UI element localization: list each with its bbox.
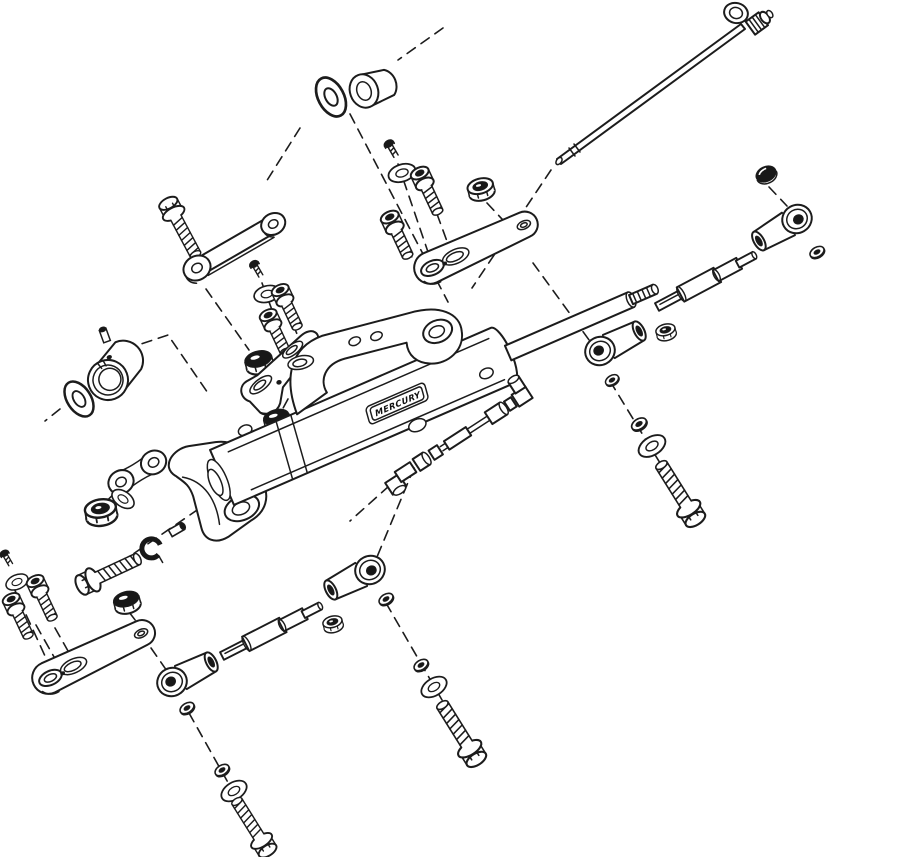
guide-line xyxy=(54,627,73,659)
lock-washer-1 xyxy=(807,243,828,262)
socket-screw-1 xyxy=(407,163,449,220)
socket-screw-5 xyxy=(0,589,39,643)
flange-locknut-4 xyxy=(110,587,144,618)
guide-line xyxy=(125,334,211,397)
steering-arm-lower xyxy=(25,612,163,702)
lock-washer-7 xyxy=(411,656,432,675)
guide-line xyxy=(44,408,61,422)
lock-washer-6 xyxy=(212,761,233,780)
mount-bolt-1 xyxy=(647,454,711,533)
hydraulic-hose xyxy=(384,374,534,496)
socket-screw-2 xyxy=(377,207,419,264)
tie-rod-end-3 xyxy=(318,549,391,606)
link-rod xyxy=(555,1,774,166)
hex-bolt-pivot xyxy=(154,192,209,264)
tie-rod-end-4 xyxy=(151,646,224,703)
flange-locknut-1 xyxy=(464,174,498,205)
guide-line xyxy=(349,485,390,522)
socket-screw-6 xyxy=(23,571,63,625)
guide-line xyxy=(265,127,301,183)
guide-line xyxy=(280,398,289,413)
button-screw-top xyxy=(381,137,402,160)
jam-nut-1 xyxy=(653,321,679,344)
steering-arm-upper xyxy=(408,204,546,291)
guide-line xyxy=(150,647,168,672)
flat-washer-2 xyxy=(633,429,671,463)
lock-washer-5 xyxy=(177,699,198,718)
bushing-washer xyxy=(308,71,354,123)
cap-nut xyxy=(752,161,781,188)
piston-rod xyxy=(503,283,660,362)
guide-line xyxy=(11,583,46,657)
mount-bolt-2 xyxy=(224,791,282,857)
tie-rod-end-1 xyxy=(746,198,818,257)
guide-line xyxy=(436,213,449,245)
hydraulic-cylinder: MERCURY xyxy=(167,283,660,542)
collar-pin xyxy=(97,325,112,344)
guide-line xyxy=(768,186,788,207)
hex-bolt-clevis xyxy=(70,545,147,600)
jam-nut-2 xyxy=(320,613,346,636)
guide-line xyxy=(397,27,444,61)
support-bracket xyxy=(287,308,463,416)
button-screw-left xyxy=(247,258,266,280)
rod-gland-fitting xyxy=(744,9,774,36)
guide-line xyxy=(532,262,593,345)
tie-rod-right xyxy=(652,246,761,316)
lock-washer-4 xyxy=(376,590,397,609)
spacer-bushing xyxy=(348,68,398,109)
nyloc-nut xyxy=(82,495,120,530)
mount-bolt-3 xyxy=(428,694,492,773)
button-screw-bottom xyxy=(0,547,16,568)
clevis-pin xyxy=(167,520,188,538)
clamp-collar xyxy=(87,339,144,401)
guide-line xyxy=(397,163,429,253)
clevis-link xyxy=(107,449,168,495)
guide-line xyxy=(205,288,250,351)
lock-washer-2 xyxy=(602,371,622,390)
tie-rod-lower xyxy=(217,596,327,665)
retaining-clip xyxy=(139,537,167,563)
flat-washer-4 xyxy=(416,671,452,703)
guide-line xyxy=(385,602,454,720)
